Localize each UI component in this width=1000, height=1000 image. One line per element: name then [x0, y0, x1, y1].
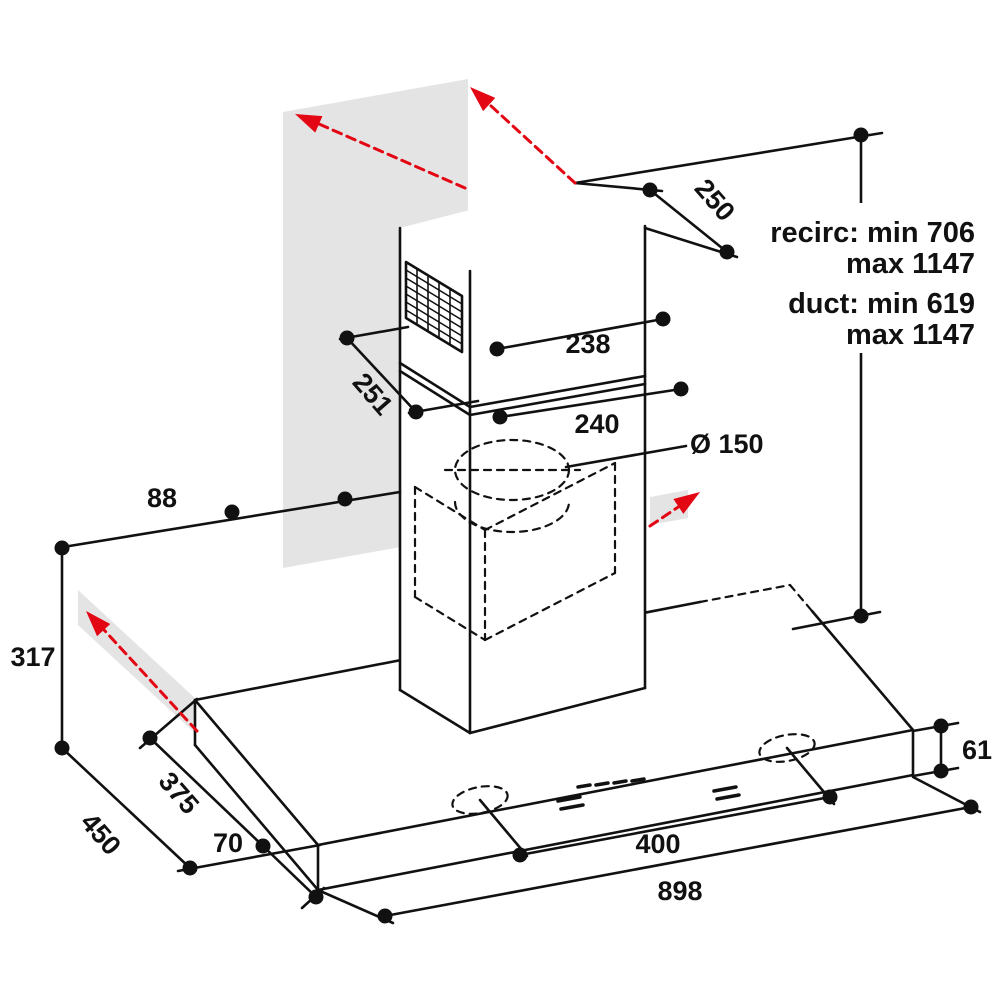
- red-arrow-top-left: [295, 114, 467, 190]
- dim-endpoint-dot: [182, 860, 198, 876]
- dim-height: recirc: min 706 max 1147 duct: min 619 m…: [573, 127, 982, 631]
- note-duct-min: duct: min 619: [788, 288, 975, 320]
- note-recirc-min: recirc: min 706: [770, 217, 975, 249]
- control-panel-icon: [556, 777, 741, 811]
- dim-endpoint-dot: [512, 847, 528, 863]
- arrow-head-icon: [470, 87, 496, 112]
- lamp-right: [758, 733, 816, 763]
- red-arrow-top-right: [470, 87, 577, 185]
- dim-endpoint-dot: [853, 608, 869, 624]
- dim-endpoint-dot: [339, 330, 355, 346]
- arrow-head-icon: [86, 611, 111, 637]
- dim-label-375: 375: [153, 766, 205, 820]
- dim-endpoint-dot: [142, 730, 158, 746]
- chimney-joint-lines: [398, 361, 647, 417]
- dim-endpoint-dot: [933, 718, 949, 734]
- dim-label-898: 898: [657, 876, 702, 906]
- dim-317: 317: [10, 540, 70, 756]
- dim-400: 400: [478, 746, 838, 863]
- vent-grille-icon: [404, 260, 464, 354]
- dim-61: 61: [911, 718, 992, 779]
- dim-label-250: 250: [689, 173, 741, 227]
- dim-endpoint-dot: [655, 311, 671, 327]
- dim-endpoint-dot: [719, 244, 735, 260]
- dim-label-70: 70: [213, 828, 243, 858]
- dim-endpoint-dot: [308, 889, 324, 905]
- dim-endpoint-dot: [492, 409, 508, 425]
- arrow-head-icon: [673, 492, 700, 514]
- dim-238: 238: [489, 311, 671, 359]
- dim-label-238: 238: [565, 329, 610, 359]
- dim-898: 898: [316, 775, 982, 925]
- hidden-housing: [413, 461, 617, 642]
- arrow-head-icon: [295, 114, 323, 133]
- dim-diameter: Ø 150: [564, 429, 764, 469]
- hood-body: [193, 583, 915, 892]
- note-recirc-max: max 1147: [846, 248, 975, 280]
- dim-endpoint-dot: [822, 789, 838, 805]
- dim-endpoint-dot: [642, 182, 658, 198]
- red-arrow-right: [648, 492, 700, 528]
- chimney: [398, 183, 647, 735]
- dim-label-88: 88: [147, 483, 177, 513]
- dim-88: 88: [55, 483, 402, 550]
- dim-label-400: 400: [635, 829, 680, 859]
- dim-endpoint-dot: [489, 341, 505, 357]
- duct-outlet-circle: [443, 438, 582, 534]
- dim-label-diameter: Ø 150: [690, 429, 764, 459]
- dim-label-450: 450: [75, 807, 127, 861]
- dim-endpoint-dot: [337, 491, 353, 507]
- dim-endpoint-dot: [408, 404, 424, 420]
- dim-endpoint-dot: [54, 540, 70, 556]
- dim-endpoint-dot: [224, 504, 240, 520]
- note-duct-max: max 1147: [846, 319, 975, 351]
- dim-label-240: 240: [574, 409, 619, 439]
- dim-label-61: 61: [962, 735, 992, 765]
- dim-240: 240: [492, 381, 689, 439]
- lamp-left: [451, 785, 509, 815]
- dim-70: 70: [213, 828, 326, 910]
- dim-label-317: 317: [10, 642, 55, 672]
- dim-endpoint-dot: [963, 799, 979, 815]
- red-arrow-bottom-left: [86, 611, 199, 733]
- dim-endpoint-dot: [377, 908, 393, 924]
- dim-endpoint-dot: [853, 127, 869, 143]
- dim-endpoint-dot: [933, 763, 949, 779]
- dim-endpoint-dot: [673, 381, 689, 397]
